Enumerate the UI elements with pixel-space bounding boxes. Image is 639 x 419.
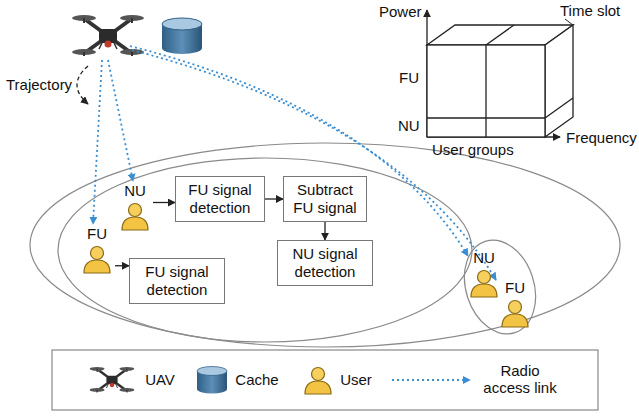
- user-label: FU: [79, 226, 115, 243]
- process-box: FU signal detection: [175, 176, 265, 222]
- cell-region: [30, 143, 620, 347]
- user-label: NU: [466, 250, 502, 267]
- group-region: [58, 158, 472, 342]
- diagram-label: Power: [379, 4, 422, 21]
- user-node: NU: [466, 250, 502, 298]
- user-icon: [469, 268, 499, 298]
- diagram-label: NU: [398, 118, 420, 135]
- group-region: [453, 231, 547, 343]
- legend-text: Cache: [234, 371, 280, 388]
- box-text: FU signal detection: [133, 263, 221, 299]
- legend-link: [392, 379, 470, 381]
- legend-text: Radio access link: [478, 362, 562, 397]
- user-label: FU: [497, 280, 533, 297]
- flow-arrow: [115, 265, 129, 266]
- flow-arrow: [324, 222, 325, 240]
- trajectory-arc: [77, 66, 88, 104]
- user-icon: [120, 201, 150, 231]
- cache-icon: [162, 18, 202, 54]
- diagram-label: Trajectory: [6, 77, 72, 94]
- user-node: FU: [79, 226, 115, 274]
- user-icon: [500, 298, 530, 328]
- diagram-label: FU: [399, 70, 419, 87]
- legend-frame: [52, 350, 598, 410]
- box-text: NU signal detection: [281, 245, 369, 281]
- user-node: FU: [497, 280, 533, 328]
- legend-text: UAV: [140, 371, 180, 388]
- process-box: FU signal detection: [129, 258, 225, 304]
- user-label: NU: [117, 183, 153, 200]
- process-box: NU signal detection: [277, 240, 373, 286]
- diagram-label: Time slot: [560, 3, 620, 20]
- diagram-label: Frequency: [566, 130, 637, 147]
- legend-uav: [90, 367, 135, 392]
- flow-arrow: [265, 198, 283, 199]
- user-icon: [82, 244, 112, 274]
- legend-text: User: [336, 371, 376, 388]
- diagram-label: User groups: [432, 142, 514, 159]
- legend-cache: [197, 367, 227, 394]
- legend-user: [305, 368, 331, 395]
- box-text: Subtract FU signal: [287, 181, 363, 217]
- flow-arrow: [153, 202, 175, 203]
- resource-chart: [427, 10, 573, 137]
- process-box: Subtract FU signal: [283, 176, 367, 222]
- user-node: NU: [117, 183, 153, 231]
- box-text: FU signal detection: [179, 181, 261, 217]
